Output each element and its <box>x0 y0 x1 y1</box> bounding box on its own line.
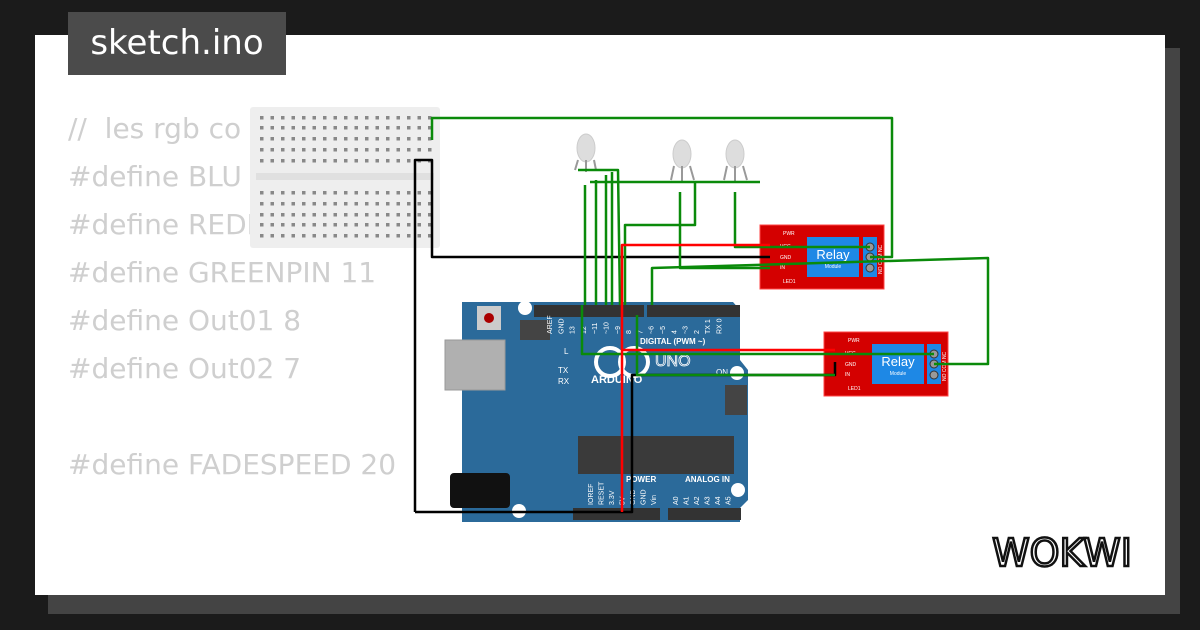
code-line: #define Out01 8 <box>68 304 302 337</box>
code-background: // les rgb co#define BLU#define REDPIN 1… <box>68 105 396 489</box>
code-line: #define GREENPIN 11 <box>68 256 377 289</box>
wire-red <box>620 243 770 512</box>
wires <box>413 116 990 514</box>
power-jack <box>450 473 510 508</box>
wokwi-logo: WOKWI <box>992 531 1132 575</box>
pin-label: RX 0 <box>717 318 724 334</box>
pin-label: A0 <box>673 496 680 505</box>
tx-label: TX <box>558 366 569 375</box>
pin-label: 12 <box>581 326 588 334</box>
analog-label: ANALOG IN <box>685 475 730 484</box>
pin-label: 13 <box>570 326 577 334</box>
pin-label: A1 <box>684 496 691 505</box>
wire-green <box>580 305 934 356</box>
pin-label: ~9 <box>615 326 622 334</box>
wire-green <box>583 172 614 305</box>
breadboard[interactable] <box>250 107 440 248</box>
wire-green <box>733 192 870 249</box>
code-line: // les rgb co <box>68 112 242 145</box>
pwr-led-label: PWR <box>783 231 795 237</box>
pin-label: A2 <box>694 496 701 505</box>
pin-label: ~11 <box>592 323 599 334</box>
wire-black <box>415 362 837 514</box>
wire-green <box>430 116 894 259</box>
wire-green <box>635 315 835 377</box>
pin-label: RESET <box>599 481 606 505</box>
pin-gnd: GND <box>780 255 792 261</box>
digital-header-2 <box>647 305 740 317</box>
code-line: #define Out02 7 <box>68 352 302 385</box>
relay-title: Relay <box>816 247 850 262</box>
on-label: ON <box>716 368 728 377</box>
wire-green <box>578 168 622 306</box>
relay-title: Relay <box>881 354 915 369</box>
pin-label: 7 <box>637 330 644 334</box>
rgb-led-2[interactable] <box>670 139 695 182</box>
wire-green <box>650 256 990 366</box>
usb-port <box>444 339 506 391</box>
l-label: L <box>564 347 569 356</box>
atmega-chip <box>578 436 734 474</box>
relay-subtitle: Module <box>825 264 842 270</box>
wire-green <box>623 182 697 305</box>
pin-label: GND <box>558 318 565 334</box>
pin-in: IN <box>845 372 850 378</box>
pin-in: IN <box>780 265 785 271</box>
pin-label: A5 <box>726 496 733 505</box>
pin-label: IOREF <box>588 484 595 505</box>
led1-label: LED1 <box>848 386 861 392</box>
pin-label: ~5 <box>660 326 667 334</box>
arduino-uno[interactable]: DIGITAL (PWM ~) ARDUINO UNO ON L TX RX P… <box>444 301 748 522</box>
relay-module-1[interactable]: Relay Module PWR LED1 VCC GND IN NO COM … <box>759 224 885 290</box>
pin-label: 4 <box>671 330 678 334</box>
pin-label: 3.3V <box>609 490 616 505</box>
pwr-led-label: PWR <box>848 338 860 344</box>
pin-label: A3 <box>705 496 712 505</box>
arduino-model: UNO <box>655 353 691 370</box>
digital-label: DIGITAL (PWM ~) <box>640 337 706 346</box>
led1-label: LED1 <box>783 279 796 285</box>
terminal-label: NO COM NC <box>942 351 948 381</box>
rx-label: RX <box>558 377 570 386</box>
pin-label: AREF <box>547 315 554 334</box>
pin-label: TX 1 <box>705 319 712 334</box>
analog-header <box>668 508 741 520</box>
pin-label: ~10 <box>604 322 611 334</box>
rgb-led-3[interactable] <box>723 139 748 182</box>
terminal-label: NO COM NC <box>878 244 884 274</box>
pin-label: GND <box>641 489 648 505</box>
pin-label: GND <box>630 489 637 505</box>
sketch-title: sketch.ino <box>68 12 286 75</box>
pin-label: A4 <box>715 496 722 505</box>
pin-label: 2 <box>694 330 701 334</box>
relay-module-2[interactable]: Relay Module PWR LED1 VCC GND IN NO COM … <box>823 331 949 397</box>
code-line: #define BLU <box>68 160 242 193</box>
digital-header-1 <box>534 305 644 317</box>
pin-label: Vin <box>651 495 658 505</box>
wire-black <box>413 158 770 512</box>
rgb-led-1[interactable] <box>574 133 597 172</box>
power-label: POWER <box>626 475 656 484</box>
pin-label: 8 <box>626 330 633 334</box>
pin-label: ~6 <box>649 326 656 334</box>
pin-gnd: GND <box>845 362 857 368</box>
pin-label: ~3 <box>683 326 690 334</box>
relay-subtitle: Module <box>890 371 907 377</box>
power-header <box>573 508 660 520</box>
code-line: #define FADESPEED 20 <box>68 448 397 481</box>
